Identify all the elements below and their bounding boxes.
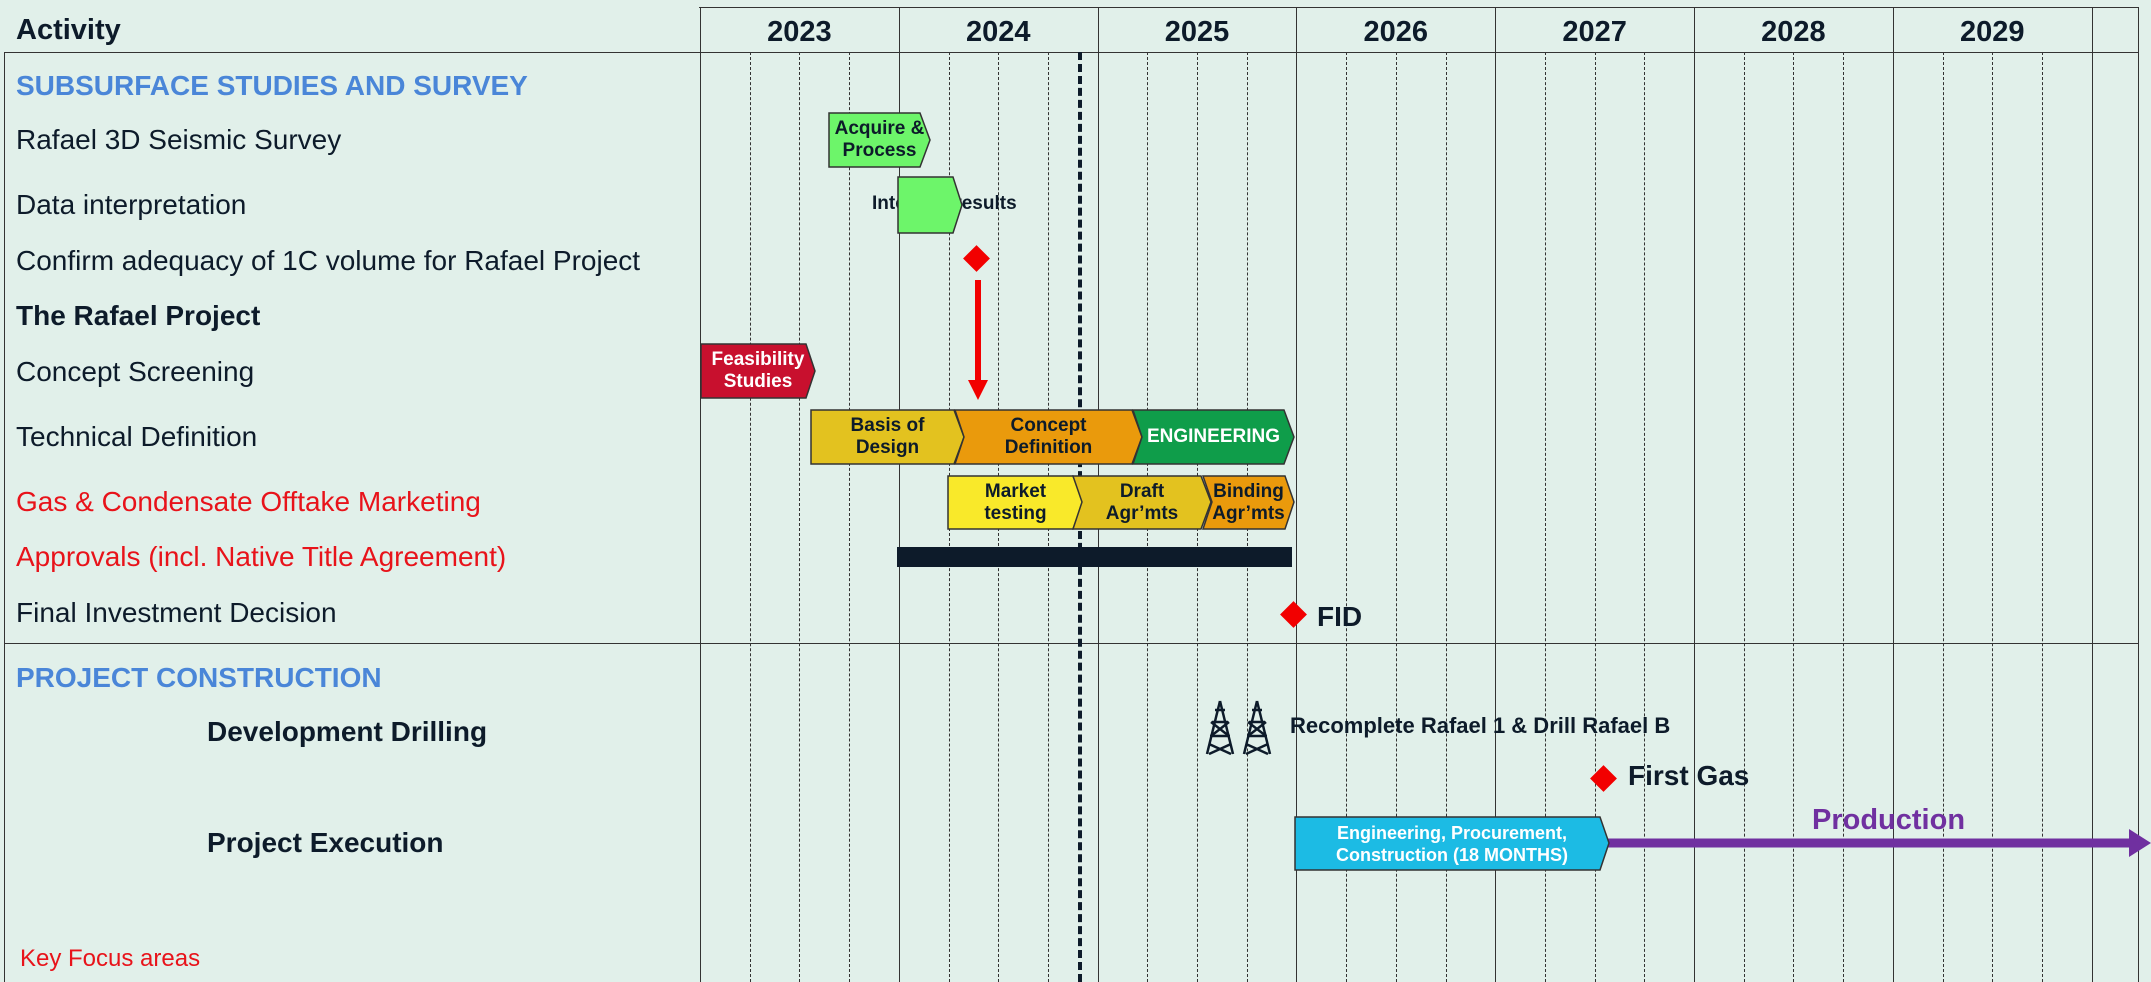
quarter-gridline	[1346, 52, 1348, 982]
row-gas-marketing: Gas & Condensate Offtake Marketing	[16, 486, 481, 517]
quarter-gridline	[849, 52, 851, 982]
header-border	[4, 52, 2139, 53]
bar-basis-label: Basis of Design	[850, 415, 925, 458]
row-technical-definition: Technical Definition	[16, 421, 258, 452]
section-construction: PROJECT CONSTRUCTION	[16, 662, 382, 693]
section-subsurface: SUBSURFACE STUDIES AND SURVEY	[16, 70, 528, 101]
year-gridline	[1892, 8, 1894, 982]
production-label: Production	[1812, 804, 1966, 836]
bar-engineering: ENGINEERING	[1132, 409, 1295, 465]
milestone-confirm-diamond	[963, 245, 990, 272]
row-development-drilling: Development Drilling	[207, 716, 488, 747]
production-arrow	[1604, 829, 2151, 857]
quarter-gridline	[1395, 52, 1397, 982]
bar-feasibility-label: Feasibility Studies	[711, 349, 805, 392]
bar-feasibility: Feasibility Studies	[700, 343, 816, 399]
year-gridline	[1296, 8, 1298, 982]
bar-draft-label: Draft Agr’mts	[1105, 480, 1179, 524]
year-header: 2029	[1959, 16, 2025, 48]
bar-concept-label: Concept Definition	[1004, 415, 1093, 458]
row-seismic-survey: Rafael 3D Seismic Survey	[16, 124, 342, 155]
year-header: 2023	[767, 16, 832, 48]
right-border	[2138, 7, 2139, 982]
quarter-gridline	[2041, 52, 2043, 982]
bar-market-label: Market testing	[984, 480, 1047, 524]
section-divider	[4, 643, 2139, 644]
row-confirm-adequacy: Confirm adequacy of 1C volume for Rafael…	[16, 245, 641, 276]
year-gridline	[898, 8, 900, 982]
quarter-gridline	[799, 52, 801, 982]
header-top-border	[699, 7, 2139, 8]
bar-engineering-label: ENGINEERING	[1146, 426, 1281, 447]
quarter-gridline	[1793, 52, 1795, 982]
bar-epc: Engineering, Procurement, Construction (…	[1294, 816, 1610, 871]
bar-acquire-label: Acquire & Process	[834, 118, 925, 161]
quarter-gridline	[1743, 52, 1745, 982]
bar-market-testing: Market testing	[947, 475, 1084, 530]
activity-header: Activity	[16, 14, 121, 46]
year-header: 2026	[1363, 16, 1429, 48]
row-rafael-project: The Rafael Project	[16, 300, 261, 331]
quarter-gridline	[1942, 52, 1944, 982]
milestone-fid-label: FID	[1317, 601, 1363, 632]
year-gridline	[1694, 8, 1695, 982]
row-project-execution: Project Execution	[207, 827, 444, 858]
row-concept-screening: Concept Screening	[16, 356, 255, 387]
arrow-down-icon	[968, 280, 988, 400]
quarter-gridline	[1594, 52, 1596, 982]
year-gridline	[1495, 8, 1497, 982]
drilling-rig-icon	[1242, 700, 1272, 756]
year-gridline	[700, 8, 701, 982]
milestone-fid-diamond	[1280, 601, 1307, 628]
quarter-gridline	[1992, 52, 1994, 982]
key-focus-areas-note: Key Focus areas	[20, 945, 201, 972]
bar-binding-label: Binding Agr’mts	[1212, 480, 1285, 524]
drilling-rig-icon	[1205, 700, 1235, 756]
year-header: 2028	[1761, 16, 1826, 48]
row-fid: Final Investment Decision	[16, 597, 337, 628]
year-gridline	[2091, 8, 2093, 982]
milestone-first-gas-label: First Gas	[1628, 760, 1750, 791]
quarter-gridline	[1843, 52, 1845, 982]
row-approvals: Approvals (incl. Native Title Agreement)	[16, 541, 507, 572]
quarter-gridline	[1644, 52, 1646, 982]
bar-binding-agreements: Binding Agr’mts	[1202, 475, 1295, 530]
quarter-gridline	[1544, 52, 1546, 982]
row-data-interpretation: Data interpretation	[16, 189, 247, 220]
year-header: 2027	[1562, 16, 1627, 48]
bar-epc-label: Engineering, Procurement, Construction (…	[1336, 822, 1568, 865]
bar-acquire-process: Acquire & Process	[828, 112, 931, 168]
bar-concept-definition: Concept Definition	[954, 409, 1143, 465]
year-header: 2024	[965, 16, 1031, 48]
year-header: 2025	[1164, 16, 1230, 48]
bar-basis-of-design: Basis of Design	[810, 409, 965, 465]
milestone-drill-label: Recomplete Rafael 1 & Drill Rafael B	[1290, 713, 1671, 738]
left-border	[4, 52, 5, 982]
bar-approvals	[897, 547, 1292, 567]
quarter-gridline	[749, 52, 751, 982]
bar-interpret	[897, 176, 963, 234]
bar-draft-agreements: Draft Agr’mts	[1072, 475, 1212, 530]
quarter-gridline	[1445, 52, 1447, 982]
